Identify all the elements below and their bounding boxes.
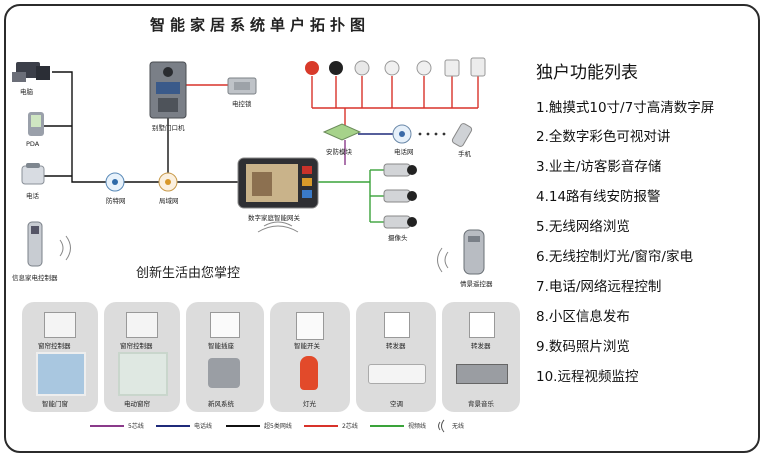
door-unit-label: 别墅门口机 (152, 124, 185, 132)
socket-icon (210, 312, 240, 338)
phone-label: 电话 (26, 192, 39, 200)
lan-icon (158, 172, 178, 192)
panel-bottom-label: 电动窗帘 (124, 400, 150, 408)
feature-item: 5.无线网络浏览 (536, 219, 630, 235)
gateway-icon (237, 157, 319, 233)
feature-list: 独户功能列表 1.触摸式10寸/7寸高清数字屏 2.全数字彩色可视对讲 3.业主… (536, 58, 752, 392)
camera-icon (383, 163, 417, 229)
security-module-icon (322, 123, 362, 141)
panel-socket: 智能插座 新风系统 (186, 302, 264, 412)
panel-top-label: 智能插座 (208, 342, 234, 350)
computer-icon (12, 62, 50, 82)
security-module-label: 安防模块 (326, 148, 352, 156)
lock-icon (227, 77, 257, 95)
info-controller-label: 信息家电控制器 (12, 274, 58, 282)
panel-curtain: 窗帘控制器 电动窗帘 (104, 302, 180, 412)
panel-bottom-label: 空调 (390, 400, 403, 408)
panel-top-label: 窗帘控制器 (120, 342, 153, 350)
door-unit-icon (149, 61, 187, 119)
feature-item: 3.业主/访客影音存储 (536, 159, 662, 175)
panel-bottom-label: 智能门窗 (42, 400, 68, 408)
pda-icon (28, 112, 44, 136)
repeater-icon (469, 312, 495, 338)
panel-top-label: 转发器 (386, 342, 406, 350)
legend-label: 电话线 (194, 423, 213, 430)
legend-swatch-video (370, 425, 404, 427)
fresh-air-icon (208, 358, 240, 388)
repeater-icon (384, 312, 410, 338)
feature-item: 8.小区信息发布 (536, 309, 630, 325)
feature-item: 10.远程视频监控 (536, 369, 639, 385)
phone-net-label: 电话网 (394, 148, 414, 156)
panel-top-label: 智能开关 (294, 342, 320, 350)
legend-swatch-phone (156, 425, 190, 427)
feature-item: 6.无线控制灯光/窗帘/家电 (536, 249, 693, 265)
legend: 5芯线 电话线 超5类网线 2芯线 视频线 无线 (90, 419, 530, 435)
mobile-icon (451, 123, 473, 147)
lamp-icon (300, 356, 318, 390)
panel-bottom-label: 背景音乐 (468, 400, 494, 408)
panel-top-label: 转发器 (471, 342, 491, 350)
legend-swatch-cat5 (226, 425, 260, 427)
feature-item: 7.电话/网络远程控制 (536, 279, 662, 295)
lock-label: 电控锁 (232, 100, 252, 108)
feature-item: 2.全数字彩色可视对讲 (536, 129, 671, 145)
panel-switch: 智能开关 灯光 (270, 302, 350, 412)
feature-item: 9.数码照片浏览 (536, 339, 630, 355)
legend-label: 视频线 (408, 423, 427, 430)
topology-diagram (12, 57, 486, 275)
diagram-title: 智能家居系统单户拓扑图 (149, 16, 370, 34)
feature-item: 4.14路有线安防报警 (536, 189, 661, 205)
camera-label: 摄像头 (388, 234, 408, 242)
panel-top-label: 窗帘控制器 (38, 342, 71, 350)
gateway-label: 数字家庭智能网关 (248, 214, 300, 222)
wireless-icon (438, 419, 445, 433)
telephone-icon (21, 163, 45, 185)
network-line (52, 71, 240, 183)
legend-swatch-five-core (90, 425, 124, 427)
music-player-icon (456, 364, 508, 384)
sensor-icon (305, 57, 486, 77)
computer-label: 电脑 (20, 88, 33, 96)
slogan: 创新生活由您掌控 (136, 266, 241, 281)
legend-swatch-two-core (304, 425, 338, 427)
curtain-controller-icon (44, 312, 76, 338)
firewall-label: 防特网 (106, 197, 126, 205)
feature-list-heading: 独户功能列表 (536, 63, 638, 83)
legend-label: 无线 (452, 423, 465, 430)
pda-label: PDA (26, 140, 40, 148)
panel-smart-window: 窗帘控制器 智能门窗 (22, 302, 98, 412)
info-controller-icon (27, 221, 71, 267)
curtain-controller-icon (126, 312, 158, 338)
phone-net-icon (392, 124, 412, 144)
curtain-icon (118, 352, 168, 396)
remote-icon (437, 229, 485, 275)
aircon-icon (368, 364, 426, 384)
remote-label: 情景遥控器 (460, 280, 493, 288)
lan-label: 局域网 (159, 197, 179, 205)
firewall-icon (105, 172, 125, 192)
window-icon (36, 352, 86, 396)
legend-label: 2芯线 (342, 423, 358, 430)
panel-bottom-label: 灯光 (303, 400, 316, 408)
switch-icon (296, 312, 324, 340)
legend-label: 5芯线 (128, 423, 144, 430)
panel-bottom-label: 新风系统 (208, 400, 234, 408)
mobile-label: 手机 (458, 150, 471, 158)
panel-aircon: 转发器 空调 (356, 302, 436, 412)
legend-label: 超5类网线 (264, 423, 292, 430)
panel-music: 转发器 背景音乐 (442, 302, 520, 412)
feature-item: 1.触摸式10寸/7寸高清数字屏 (536, 100, 715, 116)
